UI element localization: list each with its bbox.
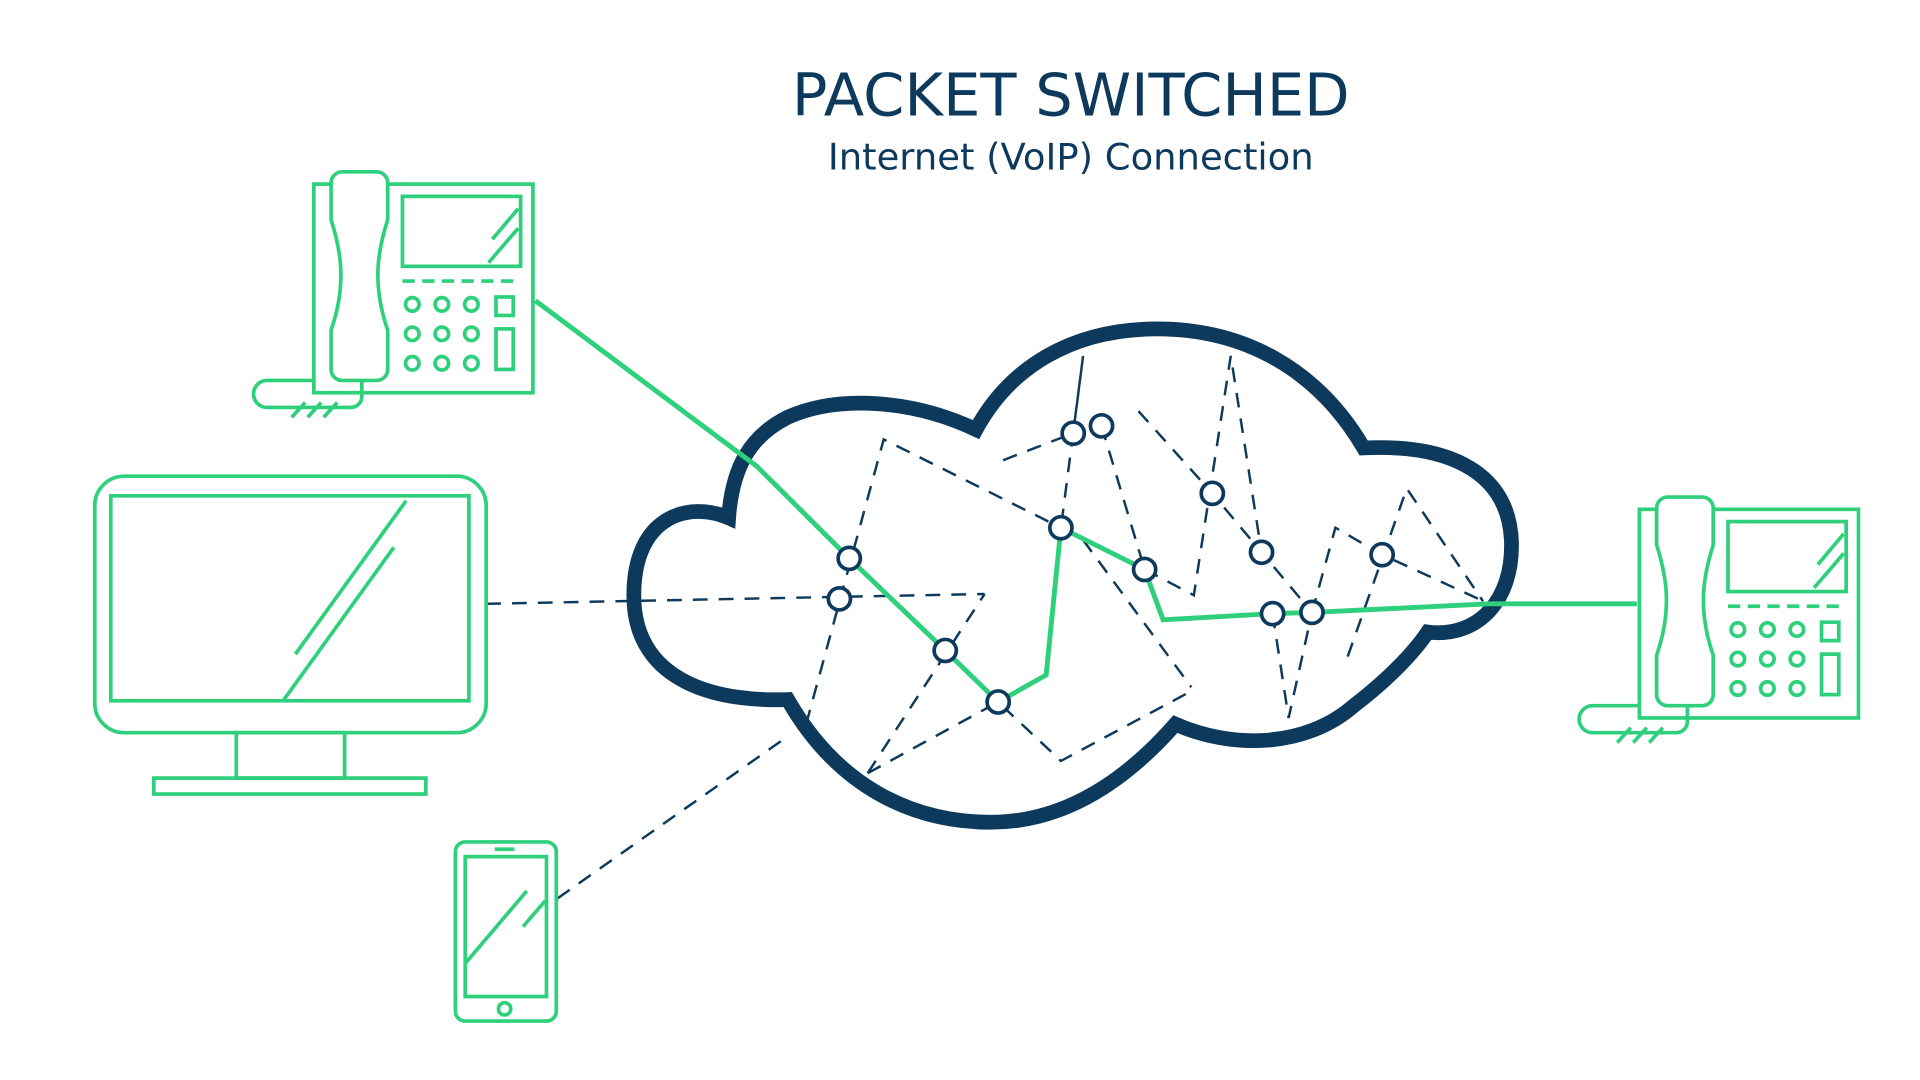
packet-route	[1059, 355, 1085, 528]
packet-route	[1082, 539, 1193, 688]
network-nodes	[826, 412, 1396, 715]
desktop-monitor	[92, 474, 488, 796]
packet-route	[1100, 425, 1146, 570]
packet-route	[866, 593, 986, 774]
desk-phone-left	[251, 169, 535, 419]
packet-routes	[486, 355, 1490, 900]
network-node	[1248, 539, 1275, 566]
voip-call-path	[533, 298, 1637, 706]
monitor-icon	[92, 474, 488, 796]
packet-route	[1144, 355, 1263, 598]
packet-route	[1137, 410, 1313, 614]
network-node	[1369, 541, 1396, 568]
network-node	[1259, 600, 1286, 627]
network-node	[985, 689, 1012, 715]
desk-phone-icon	[251, 169, 535, 419]
packet-route	[1346, 485, 1485, 657]
network-node	[1199, 480, 1226, 507]
network-node	[1088, 412, 1115, 439]
network-node	[1131, 556, 1158, 583]
packet-route	[867, 688, 1195, 775]
packet-route	[804, 437, 1062, 725]
packet-route	[1271, 612, 1314, 719]
desk-phone-right	[1577, 495, 1861, 745]
page-subtitle: Internet (VoIP) Connection	[828, 135, 1314, 178]
mobile-phone	[453, 840, 559, 1023]
page-title: PACKET SWITCHED	[792, 60, 1350, 129]
network-node	[932, 637, 959, 664]
packet-route	[556, 735, 789, 900]
network-node	[836, 545, 863, 572]
smartphone-icon	[453, 840, 559, 1023]
network-node	[1048, 514, 1074, 541]
network-node	[1299, 599, 1325, 626]
network-node	[826, 586, 853, 612]
packet-route	[486, 592, 985, 606]
desk-phone-icon	[1577, 495, 1861, 745]
packet-route	[1310, 525, 1490, 613]
network-node	[1060, 420, 1087, 447]
cloud-icon	[626, 321, 1519, 830]
